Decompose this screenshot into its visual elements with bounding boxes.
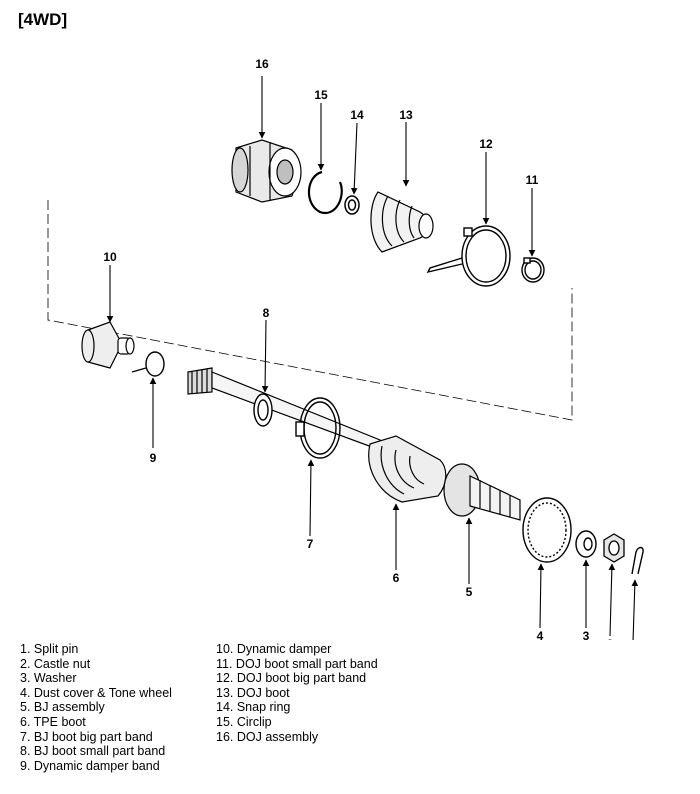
callout-13: 13 — [399, 108, 413, 122]
bj-boot-small-band-part — [253, 393, 273, 427]
circlip-part — [307, 170, 343, 215]
tpe-boot-part — [368, 435, 447, 503]
callout-5: 5 — [466, 585, 473, 599]
callout-7: 7 — [307, 537, 314, 551]
callout-labels: 16 15 14 13 12 11 10 9 8 7 6 5 4 3 2 1 — [103, 57, 614, 640]
callout-16: 16 — [255, 57, 269, 71]
callout-12: 12 — [479, 137, 493, 151]
doj-assembly-part — [231, 139, 302, 203]
leader-lines — [106, 76, 639, 640]
legend-item: 3. Washer — [20, 671, 77, 686]
callout-2: 2 — [607, 637, 614, 640]
callout-10: 10 — [103, 250, 117, 264]
legend-item: 14. Snap ring — [216, 700, 291, 715]
legend-left-column: 1. Split pin 2. Castle nut 3. Washer 4. … — [20, 642, 172, 773]
legend-item: 13. DOJ boot — [216, 685, 290, 700]
page-title: [4WD] — [18, 10, 68, 29]
split-pin-part — [631, 546, 644, 575]
snap-ring-part — [344, 195, 360, 215]
washer-part — [575, 530, 597, 558]
legend-item: 7. BJ boot big part band — [20, 729, 153, 744]
bj-assembly-part — [443, 463, 521, 521]
legend-item: 12. DOJ boot big part band — [216, 671, 367, 686]
bj-boot-big-band-part — [295, 397, 341, 459]
dynamic-damper-part — [81, 321, 135, 369]
callout-4: 4 — [537, 629, 544, 640]
legend-item: 4. Dust cover & Tone wheel — [20, 685, 172, 700]
legend-item: 11. DOJ boot small part band — [216, 656, 378, 671]
doj-boot-small-band-part — [521, 257, 545, 283]
legend-item: 2. Castle nut — [20, 656, 91, 671]
legend-item: 1. Split pin — [20, 642, 79, 656]
callout-3: 3 — [583, 629, 590, 640]
assembly-boundary — [47, 200, 573, 421]
drive-shaft-part — [187, 367, 381, 451]
legend-right-column: 10. Dynamic damper 11. DOJ boot small pa… — [216, 642, 378, 744]
doj-boot-part — [370, 191, 434, 253]
legend-item: 16. DOJ assembly — [216, 729, 319, 744]
doj-boot-big-band-part — [426, 225, 511, 287]
callout-9: 9 — [150, 451, 157, 465]
callout-14: 14 — [350, 108, 364, 122]
legend-item: 6. TPE boot — [20, 714, 86, 729]
callout-6: 6 — [393, 571, 400, 585]
legend-item: 10. Dynamic damper — [216, 642, 332, 656]
tone-wheel-part — [522, 497, 572, 563]
dynamic-damper-band-part — [131, 351, 165, 377]
exploded-drive-shaft-diagram: 16 15 14 13 12 11 10 9 8 7 6 5 4 3 2 1 — [47, 57, 644, 640]
legend-item: 5. BJ assembly — [20, 700, 105, 715]
legend-item: 9. Dynamic damper band — [20, 758, 160, 773]
castle-nut-part — [603, 533, 625, 563]
legend-item: 8. BJ boot small part band — [20, 744, 166, 759]
callout-11: 11 — [526, 173, 539, 187]
callout-8: 8 — [263, 306, 270, 320]
callout-15: 15 — [314, 88, 328, 102]
legend-item: 15. Circlip — [216, 714, 272, 729]
